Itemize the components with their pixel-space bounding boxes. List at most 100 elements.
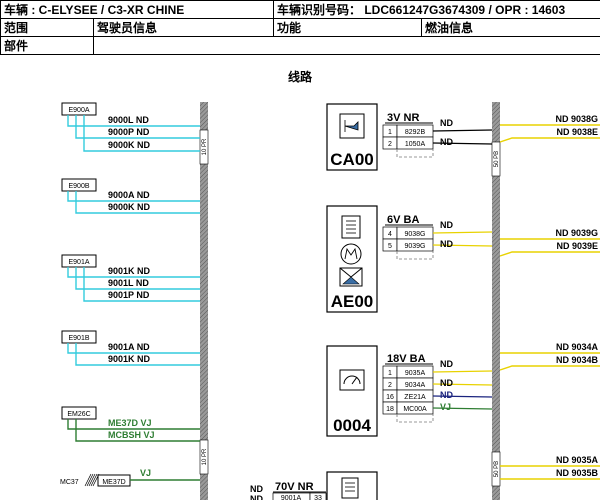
pin-wire: 9034A [405, 382, 426, 389]
bus-label-box [491, 451, 501, 487]
output-label: ND 9035B [556, 468, 599, 478]
wire-line [67, 115, 200, 127]
bus-label: 10 PR [202, 138, 208, 155]
wire-label: 9000K ND [108, 202, 151, 212]
wire-label: 9000P ND [108, 127, 150, 137]
output-wire [499, 251, 600, 257]
pin-wire: ZE21A [404, 394, 426, 401]
pin-wire-line [432, 383, 493, 386]
function-label: 功能 [273, 18, 423, 37]
connector-id: EM26C [67, 411, 90, 418]
output-label: ND 9039G [555, 228, 598, 238]
connector-id: E900B [68, 183, 89, 190]
pin-wire-line [432, 129, 493, 132]
output-label: ND 9039E [556, 241, 598, 251]
component-id: CA00 [330, 150, 373, 169]
wire-label: MCBSH VJ [108, 430, 155, 440]
output-label: ND 9038G [555, 114, 598, 124]
connector-id: E901B [68, 335, 89, 342]
pin-wire-line [432, 231, 493, 234]
chip-icon [341, 477, 359, 499]
wire-line [67, 343, 200, 354]
pin-color-label: VJ [440, 402, 451, 412]
output-label: ND 9035A [556, 455, 599, 465]
pin-wire-line [432, 407, 493, 410]
wire-line [75, 343, 200, 366]
connector-box [61, 102, 97, 116]
ground-hatch [92, 473, 100, 487]
pin-color-label: ND [250, 484, 263, 494]
pin-wire: 9039G [404, 243, 425, 250]
motor-icon [340, 243, 362, 265]
bus-label-box [199, 129, 209, 165]
connector-id: E901A [68, 259, 89, 266]
output-wire [499, 365, 600, 371]
wire-label: 9001P ND [108, 290, 150, 300]
bus-label-box [199, 439, 209, 475]
wire-label: 9000A ND [108, 190, 150, 200]
motor-icon-glyph [344, 247, 358, 260]
pin-wire-line [432, 142, 493, 145]
pin-wire: 9035A [405, 370, 426, 377]
ground-hatch [84, 473, 92, 487]
ground-hatch [88, 473, 96, 487]
part-label: 部件 [0, 36, 94, 55]
component-id: AE00 [331, 292, 374, 311]
pin-wire: MC00A [403, 406, 427, 413]
connector-dashed [396, 414, 434, 423]
wire-label: ME37D VJ [108, 418, 152, 428]
gauge-icon-dial [343, 375, 361, 385]
bus-label: 50 PB [494, 151, 500, 167]
pin-color-label: ND [440, 359, 453, 369]
output-label: ND 9034A [556, 342, 599, 352]
component-id: 0004 [333, 416, 371, 435]
connector-type: 6V BA [387, 214, 419, 226]
pin-number: 1 [388, 370, 392, 377]
wire-label: 9001K ND [108, 266, 151, 276]
pin-wire: 1050A [405, 141, 426, 148]
wire-line [83, 115, 200, 152]
connector-id: E900A [68, 107, 89, 114]
pin-number: 33 [314, 495, 322, 500]
pin-number: 5 [388, 243, 392, 250]
pin-wire-line [432, 244, 493, 247]
pin-number: 18 [386, 406, 394, 413]
chip-icon [341, 215, 361, 239]
bus-label-box [491, 141, 501, 177]
mc37-box-label: ME37D [102, 479, 125, 486]
connector-type: 70V NR [275, 481, 314, 493]
mc37-label: MC37 [60, 479, 79, 486]
component-box [326, 345, 378, 437]
wire-label: 9001L ND [108, 278, 149, 288]
wire-line [75, 267, 200, 290]
pin-cell [309, 492, 327, 500]
pin-number: 16 [386, 394, 394, 401]
ground-hatch [90, 473, 98, 487]
connector-box [61, 330, 97, 344]
left-busbar [200, 102, 208, 500]
pin-number: 2 [388, 382, 392, 389]
wire-line [75, 419, 200, 442]
wire-line [75, 115, 200, 139]
wire-label: 9001K ND [108, 354, 151, 364]
pin-wire: 8292B [405, 129, 426, 136]
pin-color-label: ND [250, 494, 263, 500]
gauge-icon-needle [351, 376, 358, 385]
connector-type: 3V NR [387, 112, 419, 124]
pin-wire-line [432, 370, 493, 373]
ground-hatch [86, 473, 94, 487]
pin-color-label: ND [440, 118, 453, 128]
right-busbar [492, 102, 500, 500]
wire-line [67, 191, 200, 202]
pin-color-label: ND [440, 137, 453, 147]
output-wire [499, 137, 600, 143]
wire-line [67, 267, 200, 278]
mc37-wire-label: VJ [140, 468, 151, 478]
pin-color-label: ND [440, 390, 453, 400]
pin-color-label: ND [440, 239, 453, 249]
wire-line [75, 191, 200, 214]
pin-number: 4 [388, 231, 392, 238]
pin-number: 2 [388, 141, 392, 148]
antenna-icon-glyph [344, 120, 359, 132]
